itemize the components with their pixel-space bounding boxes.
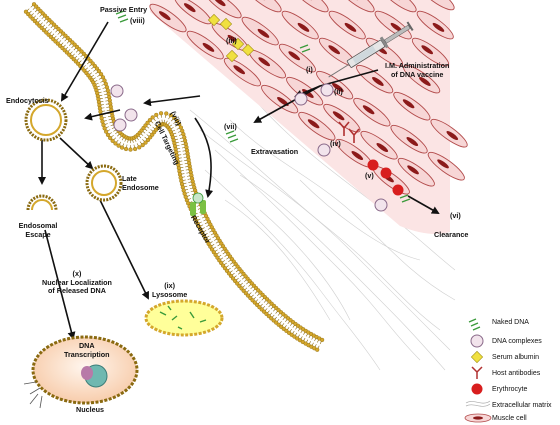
legend-label: Naked DNA: [492, 318, 529, 326]
serum-albumin-cluster: [207, 13, 255, 63]
legend-item-extracellular-matrix: Extracellular matrix: [466, 398, 552, 412]
passive-entry-label: Passive Entry: [100, 5, 148, 14]
legend-item-muscle-cell: Muscle cell: [466, 411, 527, 425]
erythrocytes: [367, 159, 404, 196]
muscle-cell: [411, 37, 450, 67]
muscle-cell: [403, 64, 441, 94]
muscle-cell: [393, 91, 431, 121]
muscle-cell: [298, 111, 336, 141]
muscle-cell: [323, 103, 361, 133]
dna-complex-icon: [466, 335, 486, 347]
muscle-cell: [204, 0, 242, 19]
late-endosome: [85, 164, 123, 202]
muscle-cell: [416, 10, 454, 40]
dna-particles: [110, 10, 411, 212]
legend-label: Host antibodies: [492, 369, 541, 377]
nucleus: [23, 335, 139, 409]
im-administration-label: I.M. Administration of DNA vaccine: [385, 61, 450, 79]
legend-item-dna-complex: DNA complexes: [466, 334, 542, 348]
extravasation-label: Extravasation: [251, 147, 299, 156]
lysosome-label: (ix) Lysosome: [152, 281, 188, 299]
arrow-late-endosome: [59, 137, 94, 170]
muscle-cell: [278, 43, 317, 73]
muscle-cell: [149, 3, 187, 33]
arrow-cell-targeting-up: [143, 95, 201, 107]
erythrocyte-icon: [466, 383, 486, 395]
legend-label: Serum albumin: [492, 353, 540, 361]
legend-label: DNA complexes: [492, 337, 542, 345]
muscle-cell: [356, 64, 394, 94]
muscle-cell: [241, 16, 279, 46]
muscle-cell-icon: [466, 412, 486, 424]
endocytosis-vesicle: [24, 98, 68, 142]
arrow-cell-targeting-receptor: [194, 117, 214, 198]
lysosome: [144, 299, 224, 337]
extracellular-matrix: [189, 99, 456, 371]
muscle-cell: [360, 130, 398, 160]
pathway-arrows: [38, 21, 440, 340]
legend-icons: [464, 318, 492, 423]
syringe-icon: [328, 21, 414, 78]
legend-label: Extracellular matrix: [492, 401, 552, 409]
muscle-cell: [353, 97, 391, 127]
arrow-clearance: [407, 195, 440, 214]
number-vi: (vi): [450, 211, 461, 220]
arrow-to-endocytosis: [84, 109, 121, 121]
legend-label: Muscle cell: [492, 414, 527, 422]
muscle-cell: [427, 151, 465, 181]
muscle-cell: [186, 30, 224, 60]
serum-albumin-icon: [466, 351, 486, 363]
muscle-cell: [390, 124, 428, 154]
endocytosis-label: Endocytosis: [6, 96, 49, 105]
number-ii: (ii): [334, 87, 343, 96]
dna-transcription-label: DNA Transcription: [64, 341, 110, 359]
legend-item-erythrocyte: Erythrocyte: [466, 382, 527, 396]
muscle-cell: [244, 0, 282, 13]
legend-label: Erythrocyte: [492, 385, 528, 393]
muscle-cell: [417, 0, 455, 11]
muscle-cell: [223, 57, 262, 87]
number-v: (v): [365, 171, 374, 180]
number-iii: (iii): [226, 36, 237, 45]
number-iv: (iv): [330, 139, 341, 148]
endosomal-escape-vesicle: [26, 194, 58, 211]
clearance-label: Clearance: [434, 230, 469, 239]
muscle-cell: [291, 0, 329, 13]
arrow-extravasation: [253, 85, 321, 123]
muscle-cell: [397, 157, 435, 187]
number-vii: (vii): [224, 122, 237, 131]
muscle-cell: [174, 0, 212, 25]
host-antibodies: [338, 121, 360, 143]
host-antibody-icon: [466, 367, 486, 379]
legend-item-serum-albumin: Serum albumin: [466, 350, 539, 364]
muscle-cell: [337, 0, 375, 13]
muscle-cell: [430, 118, 468, 148]
nuclear-localization-label: (x) Nuclear Localization of Released DNA: [42, 269, 112, 296]
endosomal-escape-label: Endosomal Escape: [18, 221, 58, 239]
muscle-cell: [281, 10, 319, 40]
extracellular-matrix-icon: [466, 399, 486, 411]
receptor-icon: [190, 192, 206, 216]
passive-entry-number: (viii): [130, 16, 145, 25]
legend-item-host-antibody: Host antibodies: [466, 366, 540, 380]
muscle-cell: [261, 84, 299, 114]
muscle-cell: [328, 10, 366, 40]
arrow-nuclear-localization: [44, 229, 76, 340]
arrow-lysosome: [99, 199, 149, 300]
late-endosome-label: Late Endosome: [122, 174, 159, 192]
muscle-cell: [318, 37, 357, 67]
nucleus-label: Nucleus: [76, 405, 104, 414]
muscle-tissue: [149, 0, 468, 234]
number-i: (i): [306, 65, 313, 74]
legend-item-naked-dna: Naked DNA: [466, 315, 529, 329]
naked-dna-icon: [466, 316, 486, 328]
arrow-passive-entry: [60, 21, 109, 102]
muscle-cell: [379, 0, 417, 13]
